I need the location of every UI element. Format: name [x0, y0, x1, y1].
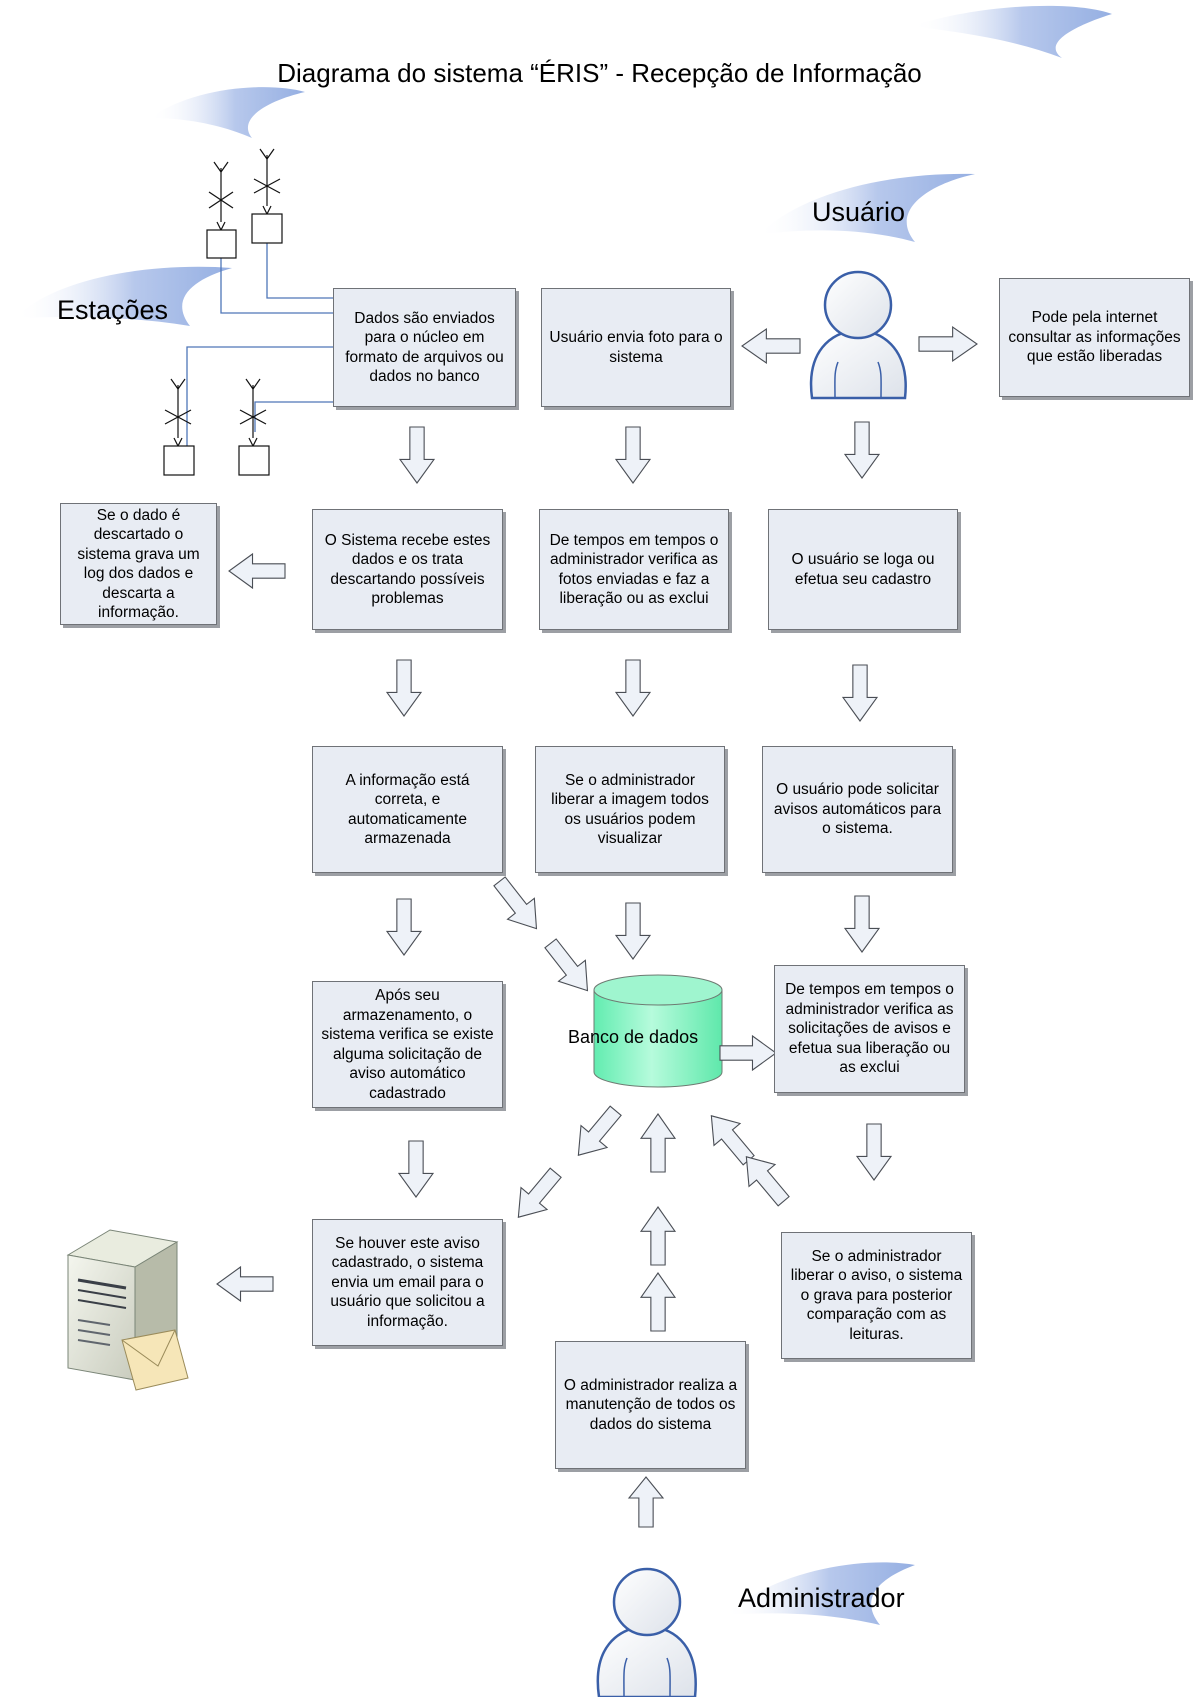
box-alert-released: Se o administrador liberar o aviso, o si…	[781, 1232, 972, 1359]
box-data-sent: Dados são enviados para o núcleo em form…	[333, 288, 516, 407]
box-system-receives: O Sistema recebe estes dados e os trata …	[312, 509, 503, 630]
arrow-photo-to-admin	[614, 426, 652, 484]
box-internet-query: Pode pela internet consultar as informaç…	[999, 278, 1190, 397]
arrow-admin-to-maintenance	[627, 1476, 665, 1528]
box-admin-checks-photos: De tempos em tempos o administrador veri…	[539, 509, 729, 630]
box-discard-log: Se o dado é descartado o sistema grava u…	[60, 503, 217, 625]
arrow-release-to-db-2	[745, 1156, 790, 1207]
antenna-1	[206, 161, 237, 259]
arrow-user-to-photo	[741, 327, 801, 365]
mail-server-icon	[66, 1229, 189, 1391]
box-admin-maintenance: O administrador realiza a manutenção de …	[555, 1341, 746, 1469]
arrow-correct-to-db-1	[493, 876, 538, 930]
arrow-release-to-db	[614, 902, 652, 960]
station-antennas	[163, 148, 283, 476]
box-admin-checks-alerts: De tempos em tempos o administrador veri…	[774, 965, 965, 1093]
database-icon	[593, 974, 723, 1088]
arrow-user-to-internet	[918, 325, 978, 363]
arrow-admin-alerts-to-release	[855, 1123, 893, 1181]
arrow-after-to-email	[397, 1140, 435, 1198]
box-user-sends-photo: Usuário envia foto para o sistema	[541, 288, 731, 407]
arrow-request-to-admin	[843, 895, 881, 953]
box-user-login: O usuário se loga ou efetua seu cadastro	[768, 509, 958, 630]
box-send-email: Se houver este aviso cadastrado, o siste…	[312, 1219, 503, 1346]
arrow-release-to-db-1	[710, 1115, 755, 1166]
arrow-db-to-admin-alerts	[719, 1034, 777, 1072]
arrow-admin-to-release	[614, 659, 652, 717]
diagram-title: Diagrama do sistema “ÉRIS” - Recepção de…	[277, 58, 922, 88]
arrow-data-to-receive	[398, 426, 436, 484]
box-info-stored: A informação está correta, e automaticam…	[312, 746, 503, 873]
arrow-db-to-email-1	[577, 1105, 622, 1156]
arrow-correct-to-after	[385, 898, 423, 956]
swoosh-admin	[725, 1562, 915, 1625]
antenna-3	[163, 378, 195, 476]
box-image-released: Se o administrador liberar a imagem todo…	[535, 746, 725, 873]
arrow-user-to-login	[843, 421, 881, 479]
arrow-up-to-db-3	[639, 1272, 677, 1332]
swoosh-stations	[15, 266, 232, 326]
user-icon	[809, 270, 907, 400]
antenna-4	[238, 378, 270, 476]
arrow-up-to-db-1	[639, 1113, 677, 1173]
admin-icon	[596, 1567, 697, 1697]
swoosh-title-left	[150, 87, 305, 138]
database-label: Banco de dados	[568, 1027, 699, 1047]
arrow-receive-to-log	[228, 552, 286, 590]
arrow-receive-to-correct	[385, 659, 423, 717]
box-after-storage: Após seu armazenamento, o sistema verifi…	[312, 981, 503, 1108]
arrow-db-to-email-2	[517, 1167, 562, 1218]
arrow-login-to-request	[841, 664, 879, 722]
swoosh-top-right	[912, 5, 1112, 58]
arrow-correct-to-db-2	[544, 938, 589, 992]
actor-label-stations: Estações	[57, 295, 169, 325]
flow-arrows	[216, 325, 978, 1528]
swoosh-user	[758, 173, 975, 242]
station-network	[186, 243, 333, 456]
swoosh-decorations	[15, 5, 1112, 1625]
actor-label-user: Usuário	[812, 197, 906, 227]
arrow-up-to-db-2	[639, 1206, 677, 1266]
antenna-2	[251, 148, 283, 244]
arrow-email-to-server	[216, 1265, 274, 1303]
box-request-alerts: O usuário pode solicitar avisos automáti…	[762, 746, 953, 873]
actor-label-admin: Administrador	[738, 1583, 905, 1613]
